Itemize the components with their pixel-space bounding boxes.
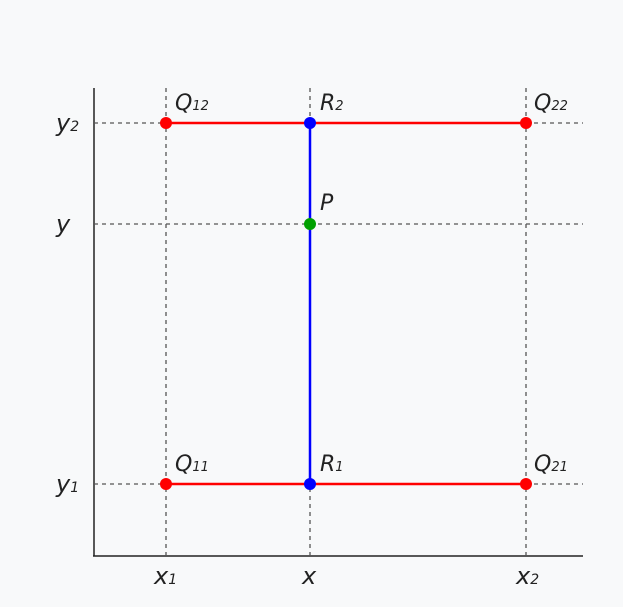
- tick-label-y2: y2: [55, 109, 79, 137]
- label-q11: Q11: [175, 452, 209, 477]
- tick-label-y1: y1: [55, 470, 79, 498]
- point-r2: [304, 117, 316, 129]
- tick-label-x1: x1: [153, 562, 177, 590]
- point-q21: [520, 478, 532, 490]
- point-q11: [160, 478, 172, 490]
- point-r1: [304, 478, 316, 490]
- label-r1: R1: [320, 452, 344, 477]
- tick-label-x: x: [301, 562, 317, 590]
- label-q12: Q12: [175, 91, 209, 116]
- point-q12: [160, 117, 172, 129]
- label-r2: R2: [320, 91, 344, 116]
- label-q21: Q21: [534, 452, 568, 477]
- tick-label-x2: x2: [515, 562, 539, 590]
- point-q22: [520, 117, 532, 129]
- point-p: [304, 218, 316, 230]
- label-p: P: [320, 191, 334, 216]
- tick-label-y: y: [55, 210, 71, 238]
- label-q22: Q22: [534, 91, 568, 116]
